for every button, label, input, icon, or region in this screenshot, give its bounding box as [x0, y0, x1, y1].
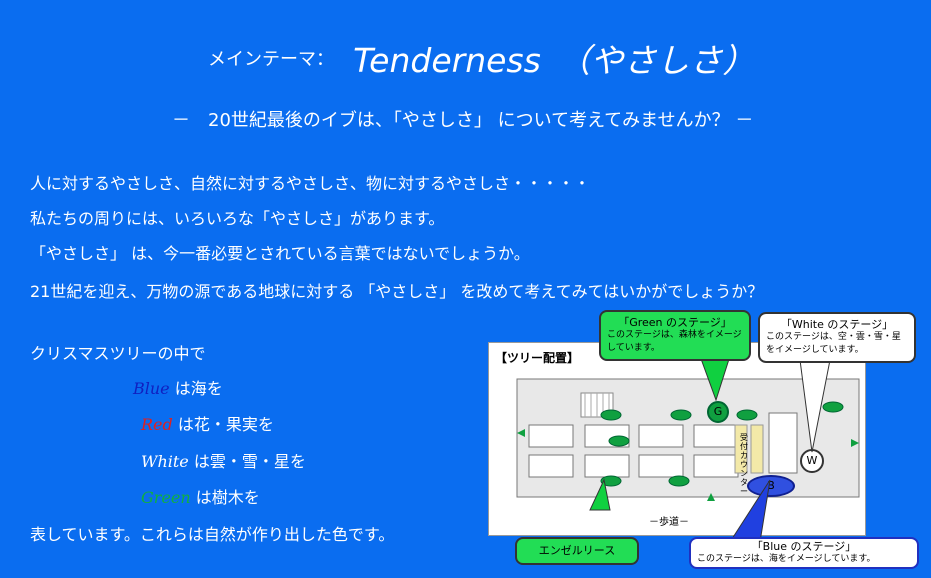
- tree-layout-map: 【ツリー配置】 －歩道－ 受付カウンター: [488, 342, 866, 536]
- floor-plan: [516, 378, 860, 501]
- color-text-red: は花・果実を: [177, 415, 274, 434]
- blue-stage-desc: このステージは、海をイメージしています。: [697, 554, 876, 564]
- green-stage-title: 「Green のステージ」: [618, 316, 732, 329]
- green-stage-marker: G: [707, 401, 729, 423]
- color-item-green: Green は樹木を: [141, 484, 260, 508]
- counter-label: 受付カウンター: [740, 433, 748, 496]
- main-theme: メインテーマ： Tenderness （やさしさ）: [208, 34, 756, 80]
- color-item-red: Red は花・果実を: [141, 411, 274, 435]
- blue-stage-marker: B: [747, 475, 795, 497]
- color-item-white: White は雲・雪・星を: [141, 448, 306, 472]
- white-stage-title: 「White のステージ」: [780, 318, 894, 331]
- intro-line-4: 21世紀を迎え、万物の源である地球に対する 「やさしさ」 を改めて考えてみてはい…: [30, 282, 764, 301]
- color-word-red: Red: [141, 415, 173, 434]
- color-item-blue: Blue は海を: [133, 375, 223, 399]
- white-stage-callout: 「White のステージ」 このステージは、空・雲・雪・星をイメージしています。: [758, 312, 916, 363]
- white-stage-marker: W: [800, 449, 824, 473]
- color-word-blue: Blue: [133, 379, 170, 398]
- color-text-green: は樹木を: [195, 488, 260, 507]
- blue-stage-callout: 「Blue のステージ」 このステージは、海をイメージしています。: [689, 537, 919, 569]
- color-word-green: Green: [141, 488, 191, 507]
- color-text-white: は雲・雪・星を: [193, 452, 306, 471]
- walkway-label: －歩道－: [649, 517, 689, 528]
- colors-intro: クリスマスツリーの中で: [30, 344, 206, 363]
- subtitle: － 20世紀最後のイブは、「やさしさ」 について考えてみませんか？ －: [172, 110, 754, 131]
- angel-wreath-callout: エンゼルリース: [515, 537, 639, 565]
- blue-stage-title: 「Blue のステージ」: [751, 540, 857, 553]
- map-title: 【ツリー配置】: [495, 351, 580, 365]
- intro-line-1: 人に対するやさしさ、自然に対するやさしさ、物に対するやさしさ・・・・・: [30, 174, 591, 193]
- color-word-white: White: [141, 452, 189, 471]
- colors-closing: 表しています。これらは自然が作り出した色です。: [30, 525, 395, 544]
- color-text-blue: は海を: [174, 379, 223, 398]
- theme-label: メインテーマ：: [208, 49, 334, 70]
- theme-title: Tenderness （やさしさ）: [353, 41, 756, 80]
- green-stage-desc: このステージは、森林をイメージしています。: [607, 330, 742, 353]
- intro-line-3: 「やさしさ」 は、今一番必要とされている言葉ではないでしょうか。: [30, 244, 530, 263]
- white-stage-desc: このステージは、空・雲・雪・星をイメージしています。: [766, 332, 901, 355]
- green-stage-callout: 「Green のステージ」 このステージは、森林をイメージしています。: [599, 310, 751, 361]
- intro-line-2: 私たちの周りには、いろいろな「やさしさ」があります。: [30, 209, 445, 228]
